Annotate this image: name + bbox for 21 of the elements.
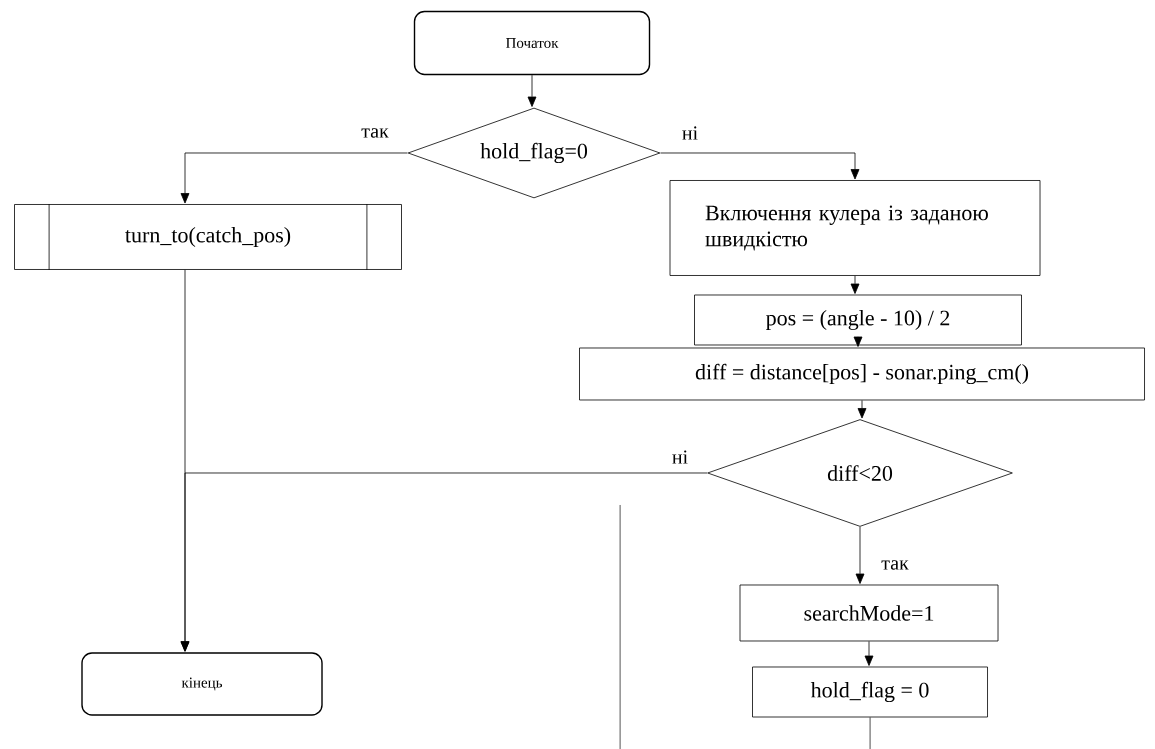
subroutine-box: turn_to(catch_pos) xyxy=(14,203,402,271)
process-box: diff = distance[pos] - sonar.ping_cm() xyxy=(579,347,1145,401)
terminal-box: Початок xyxy=(413,10,651,76)
arrow xyxy=(850,275,860,294)
terminal-box: кінець xyxy=(81,652,323,716)
arrow xyxy=(180,152,408,204)
process-box: Включення кулера із заданою швидкістю xyxy=(669,180,1041,276)
edge-label: ні xyxy=(680,125,700,141)
process-box: pos = (angle - 10) / 2 xyxy=(694,294,1022,346)
arrow xyxy=(527,74,537,107)
arrow xyxy=(855,526,865,584)
edge-label: так xyxy=(360,127,390,139)
arrow xyxy=(864,641,874,666)
arrow xyxy=(180,472,708,652)
arrow xyxy=(660,152,860,180)
arrow xyxy=(857,400,867,419)
arrow xyxy=(853,336,863,347)
process-box: searchMode=1 xyxy=(739,584,999,642)
process-box: hold_flag = 0 xyxy=(752,666,988,718)
edge-label: так xyxy=(880,559,910,571)
edge-label: ні xyxy=(670,449,690,465)
